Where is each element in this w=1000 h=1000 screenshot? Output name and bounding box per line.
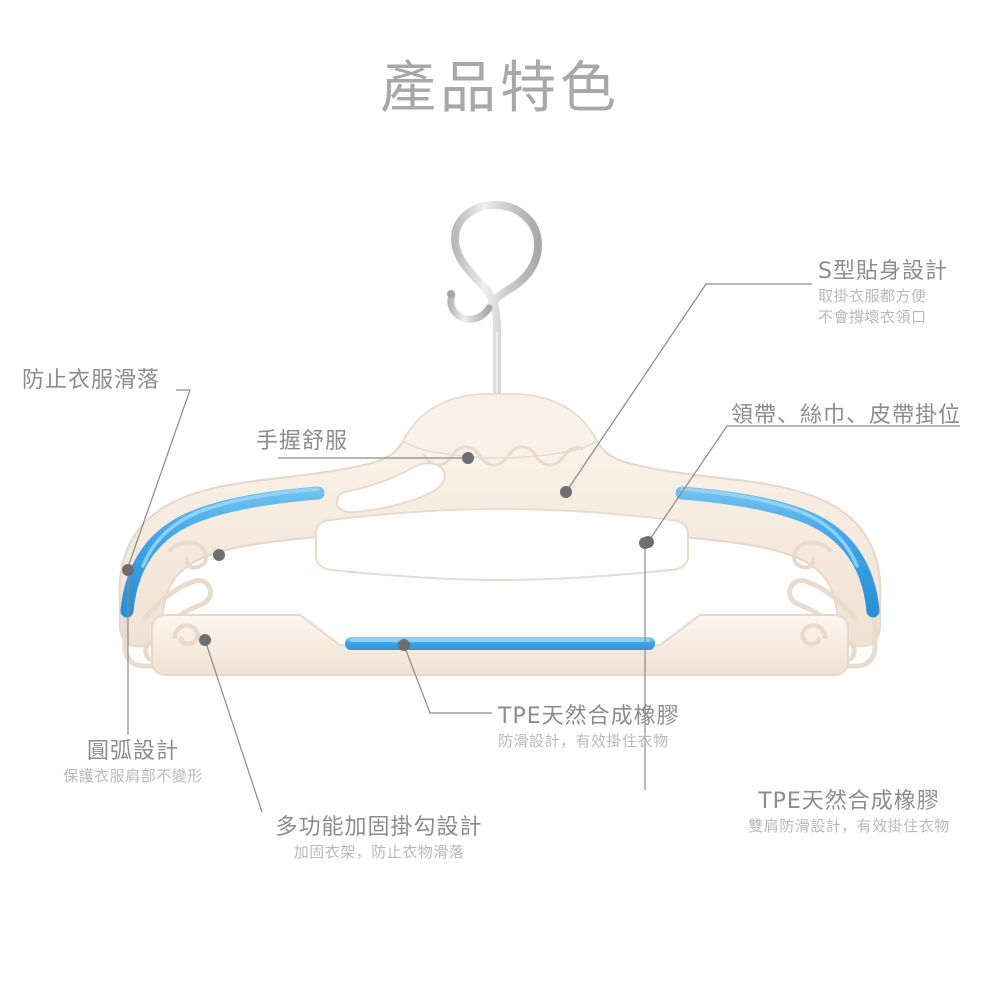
marker-dot-comfort-grip: [462, 452, 474, 464]
callout-tpe-bottom-sub-1: 防滑設計，有效掛住衣物: [498, 731, 669, 750]
leader-tpe-bottom: [403, 644, 492, 714]
callout-s-shape-sub-1: 取掛衣服都方便: [818, 286, 927, 305]
marker-dot-arc-design: [122, 564, 134, 576]
callout-marker-dots: [122, 452, 654, 651]
marker-dot-s-shape: [560, 486, 572, 498]
marker-dot-multi-hook: [199, 634, 211, 646]
callout-arc-design-title: 圓弧設計: [86, 739, 179, 764]
hanger-center-window: [315, 507, 689, 582]
callout-tie-scarf-belt: 領帶、絲巾、皮帶掛位: [731, 402, 961, 430]
callout-tpe-shoulder: TPE天然合成橡膠 雙肩防滑設計，有效掛住衣物: [700, 788, 998, 837]
callout-comfort-grip-title: 手握舒服: [256, 429, 349, 454]
hanger-right-notch: [792, 540, 832, 570]
hanger-left-inner-hook: [142, 577, 213, 635]
callout-tpe-bottom: TPE天然合成橡膠 防滑設計，有效掛住衣物: [498, 703, 680, 752]
leader-anti-slip: [126, 389, 191, 571]
hanger-tie-slot: [335, 462, 446, 514]
page-title: 產品特色: [380, 56, 620, 121]
tpe-rubber-strips: [120, 486, 880, 650]
callout-tpe-shoulder-title: TPE天然合成橡膠: [758, 789, 940, 814]
callout-s-shape: S型貼身設計 取掛衣服都方便 不會撐壞衣領口: [818, 258, 948, 329]
marker-dot-anti-slip: [213, 549, 225, 561]
callout-s-shape-sub-2: 不會撐壞衣領口: [818, 308, 927, 327]
callout-anti-slip-title: 防止衣服滑落: [22, 368, 161, 393]
callout-multi-hook: 多功能加固掛勾設計 加固衣架，防止衣物滑落: [248, 814, 510, 863]
callout-multi-hook-title: 多功能加固掛勾設計: [275, 815, 483, 840]
hanger-grip-waves: [422, 445, 584, 467]
callout-s-shape-title: S型貼身設計: [818, 259, 948, 284]
hanger-metal-hook: [447, 200, 543, 404]
hanger-left-notch: [168, 540, 208, 570]
callout-multi-hook-sub-1: 加固衣架，防止衣物滑落: [293, 842, 465, 861]
leader-multi-hook: [204, 639, 263, 813]
hanger-right-inner-hook: [787, 577, 858, 635]
marker-dot-tpe-bottom: [398, 639, 410, 651]
callout-tpe-shoulder-sub-1: 雙肩防滑設計，有效掛住衣物: [748, 816, 950, 835]
callout-arc-design-sub-1: 保護衣服肩部不變形: [63, 766, 203, 785]
callout-tpe-bottom-title: TPE天然合成橡膠: [498, 704, 680, 729]
leader-tie-scarf-belt: [647, 425, 960, 543]
callout-tie-scarf-belt-title: 領帶、絲巾、皮帶掛位: [731, 403, 962, 428]
marker-dot-tpe-shoulder: [639, 537, 651, 549]
callout-arc-design: 圓弧設計 保護衣服肩部不變形: [22, 738, 244, 787]
leader-s-shape: [565, 283, 812, 493]
bottom-bar-left-hook: [172, 623, 200, 647]
callout-comfort-grip: 手握舒服: [256, 428, 348, 456]
callout-anti-slip: 防止衣服滑落: [22, 367, 160, 395]
bottom-bar-right-hook: [800, 623, 828, 647]
